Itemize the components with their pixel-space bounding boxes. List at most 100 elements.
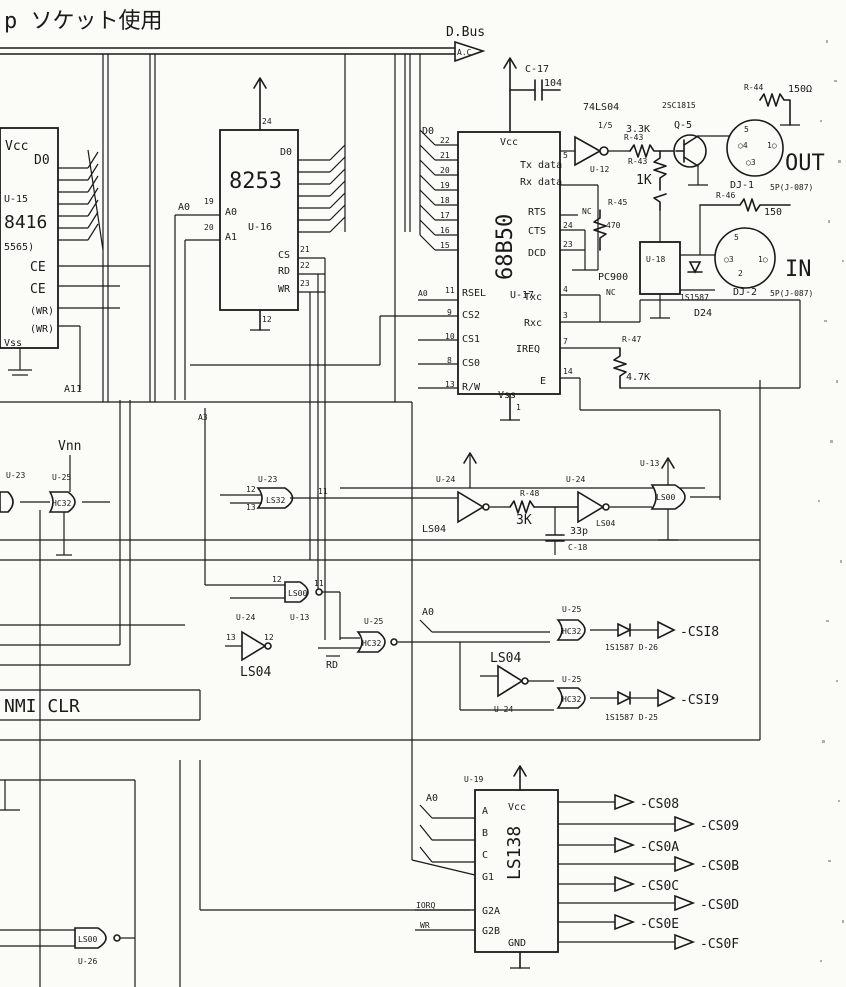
out-cs0f: -CS0F — [700, 937, 739, 952]
u24c-inverter — [577, 490, 605, 524]
r43-resistor — [629, 144, 677, 158]
dj2-pin-5: 5 — [734, 233, 739, 242]
u24d-inverter — [497, 664, 524, 698]
u24-part: LS04 — [240, 665, 271, 680]
midi-in-label: IN — [785, 257, 812, 282]
u16-pin-cs: CS — [278, 250, 290, 261]
u24c-part: LS04 — [596, 519, 615, 528]
u25-left-ref: U-25 — [52, 473, 71, 482]
u25b-ref: U-25 — [562, 605, 581, 614]
u12-ref: U-12 — [590, 165, 609, 174]
u25-or-gate-a — [356, 631, 386, 653]
u13-pin-12: 12 — [272, 575, 282, 584]
u15-chip: 8416 — [4, 212, 47, 233]
u15-ce: CE — [30, 260, 46, 275]
u17-vss: Vss — [498, 390, 516, 401]
u16-pin-a1: A1 — [225, 232, 237, 243]
u19-iorq: IORQ — [416, 901, 435, 910]
r44-value: 150Ω — [788, 84, 812, 95]
u15-chip-alt: 5565) — [4, 242, 34, 253]
r44-ref: R-44 — [744, 83, 763, 92]
u26-nand-gate — [74, 927, 107, 949]
r45-value: 470 — [606, 221, 621, 230]
u17-pin-cs0: CS0 — [462, 358, 480, 369]
u17-pin-txc: Txc — [524, 292, 542, 303]
sheet-title: p ソケット使用 — [4, 9, 163, 34]
u23-part: LS32 — [266, 496, 285, 505]
out-cs0c: -CS0C — [640, 879, 679, 894]
u17-pin-ireq: IREQ — [516, 344, 540, 355]
u26-part: LS00 — [78, 935, 97, 944]
r43b-value: 1K — [636, 173, 652, 188]
u13b-part: LS00 — [656, 493, 675, 502]
ls04-label-2: LS04 — [490, 651, 521, 666]
u17-pin-e: E — [540, 376, 546, 387]
u23-pin-12: 12 — [246, 485, 256, 494]
bus-tag: A.C — [457, 48, 472, 57]
u17-chip-name: 68B50 — [493, 214, 518, 280]
u13-part: LS00 — [288, 589, 307, 598]
u17-pin-rw: R/W — [462, 382, 481, 393]
u16-pin-a0: A0 — [225, 207, 237, 218]
u17-ref: U-17 — [510, 290, 534, 301]
dj2-part: 5P(J-087) — [770, 289, 813, 298]
u25a-part: HC32 — [362, 639, 381, 648]
svg-text:22: 22 — [440, 136, 450, 145]
u15-a11: A11 — [64, 384, 82, 395]
r43-value: 3.3K — [626, 124, 650, 135]
u18-optocoupler — [639, 241, 681, 295]
u19-pin-g2a: G2A — [482, 906, 500, 917]
r46-value: 150 — [764, 207, 782, 218]
u16-pin-d0: D0 — [280, 147, 292, 158]
u19-pin-c: C — [482, 850, 488, 861]
svg-text:8: 8 — [447, 356, 452, 365]
u13b-ref: U-13 — [640, 459, 659, 468]
u24b-ref: U-24 — [436, 475, 455, 484]
u16-ref: U-16 — [248, 222, 272, 233]
cs18-label: -CSI8 — [680, 625, 719, 640]
u17-data-pins — [419, 54, 458, 251]
u16-pin-23: 23 — [300, 279, 310, 288]
u19-chip-name: LS138 — [504, 826, 525, 880]
u24c-ref: U-24 — [566, 475, 585, 484]
dj2-pin-3: ○3 — [724, 255, 734, 264]
u17-pin-tx: Tx data — [520, 160, 562, 171]
u15-vss: Vss — [4, 338, 22, 349]
u17-nc: NC — [582, 207, 592, 216]
u18-ref: U-18 — [646, 255, 665, 264]
r43-ref: R-43 — [624, 133, 643, 142]
q5-ref: Q-5 — [674, 120, 692, 131]
u25b-part: HC32 — [562, 627, 581, 636]
u24b-part: LS04 — [422, 524, 446, 535]
r45-ref: R-45 — [608, 198, 627, 207]
svg-text:19: 19 — [440, 181, 450, 190]
u17-chip-body — [457, 131, 561, 395]
u15-data-pins — [58, 149, 104, 251]
out-cs08: -CS08 — [640, 797, 679, 812]
u19-pin-g1: G1 — [482, 872, 494, 883]
u19-chip-body — [474, 789, 559, 953]
a0-label: A0 — [422, 607, 434, 618]
u19-pin-a: A — [482, 806, 488, 817]
r46-ref: R-46 — [716, 191, 735, 200]
u16-pin-12: 12 — [262, 315, 272, 324]
dj1-pin-4: ○4 — [738, 141, 748, 150]
dj2-ref: DJ-2 — [733, 287, 757, 298]
u16-pin-20: 20 — [204, 223, 214, 232]
rd-label: RD — [326, 660, 338, 671]
u25c-ref: U-25 — [562, 675, 581, 684]
u15-chip-body — [0, 127, 59, 349]
svg-text:7: 7 — [563, 337, 568, 346]
a3-label: A3 — [198, 413, 208, 422]
bus-triangle — [454, 40, 486, 63]
u19-gnd: GND — [508, 938, 526, 949]
u13-pin-11: 11 — [314, 579, 324, 588]
svg-text:10: 10 — [445, 332, 455, 341]
u25c-part: HC32 — [562, 695, 581, 704]
u25-left-part: HC32 — [52, 499, 71, 508]
u17-pin-rxc: Rxc — [524, 318, 542, 329]
dj1-ref: DJ-1 — [730, 180, 754, 191]
dj2-midi-in-jack — [714, 227, 776, 289]
r48-resistor — [509, 500, 579, 514]
